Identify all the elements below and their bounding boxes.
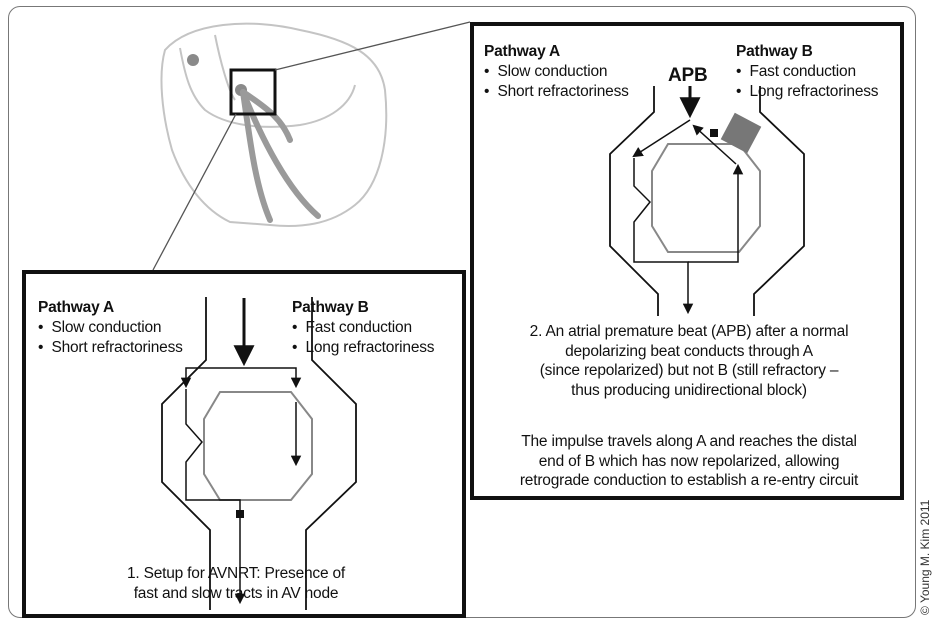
apb-caption: 2. An atrial premature beat (APB) after …: [494, 322, 884, 400]
caption-line: end of B which has now repolarized, allo…: [538, 452, 840, 470]
pathway-a-title: Pathway A: [38, 299, 115, 316]
pathway-b-title: Pathway B: [736, 43, 813, 60]
heart-outline: [160, 22, 388, 227]
zoom-line-to-panel-1: [152, 113, 237, 271]
pathway-b-item: Fast conduction: [292, 318, 412, 337]
pathway-a-item: Slow conduction: [38, 318, 161, 337]
pathway-diagram-2: [609, 86, 805, 316]
caption-line: 1. Setup for AVNRT: Presence of: [126, 565, 346, 582]
caption-line: depolarizing beat conducts through A: [565, 342, 813, 360]
copyright-notice: © Young M. Kim 2011: [918, 499, 932, 615]
caption-line: thus producing unidirectional block): [571, 381, 807, 399]
caption-line: The impulse travels along A and reaches …: [521, 433, 857, 450]
setup-panel: Pathway A Slow conduction Short refracto…: [22, 270, 466, 618]
setup-caption: 1. Setup for AVNRT: Presence of fast and…: [86, 564, 386, 603]
pathway-diagram-1: [161, 297, 357, 610]
pathway-a-item: Short refractoriness: [38, 338, 182, 357]
pathway-a-item: Short refractoriness: [484, 82, 628, 101]
pathway-b-item: Long refractoriness: [292, 338, 434, 357]
pathway-b-title: Pathway B: [292, 299, 369, 316]
zoom-box: [229, 68, 277, 116]
sa-node: [187, 54, 199, 66]
unidirectional-block: [720, 112, 762, 154]
apb-label: APB: [668, 65, 708, 86]
pathway-a-title: Pathway A: [484, 43, 561, 60]
reentry-panel: Pathway A Slow conduction Short refracto…: [470, 22, 904, 500]
pathway-a-item: Slow conduction: [484, 62, 607, 81]
conduction-tracts: [240, 89, 321, 223]
pathway-b-item: Long refractoriness: [736, 82, 878, 101]
pathway-b-item: Fast conduction: [736, 62, 856, 81]
caption-line: (since repolarized) but not B (still ref…: [539, 362, 839, 379]
reentry-caption: The impulse travels along A and reaches …: [494, 432, 884, 491]
caption-line: fast and slow tracts in AV node: [133, 584, 339, 602]
caption-line: retrograde conduction to establish a re-…: [519, 472, 859, 489]
zoom-line-to-panel-2: [274, 21, 471, 71]
caption-line: 2. An atrial premature beat (APB) after …: [529, 323, 849, 340]
